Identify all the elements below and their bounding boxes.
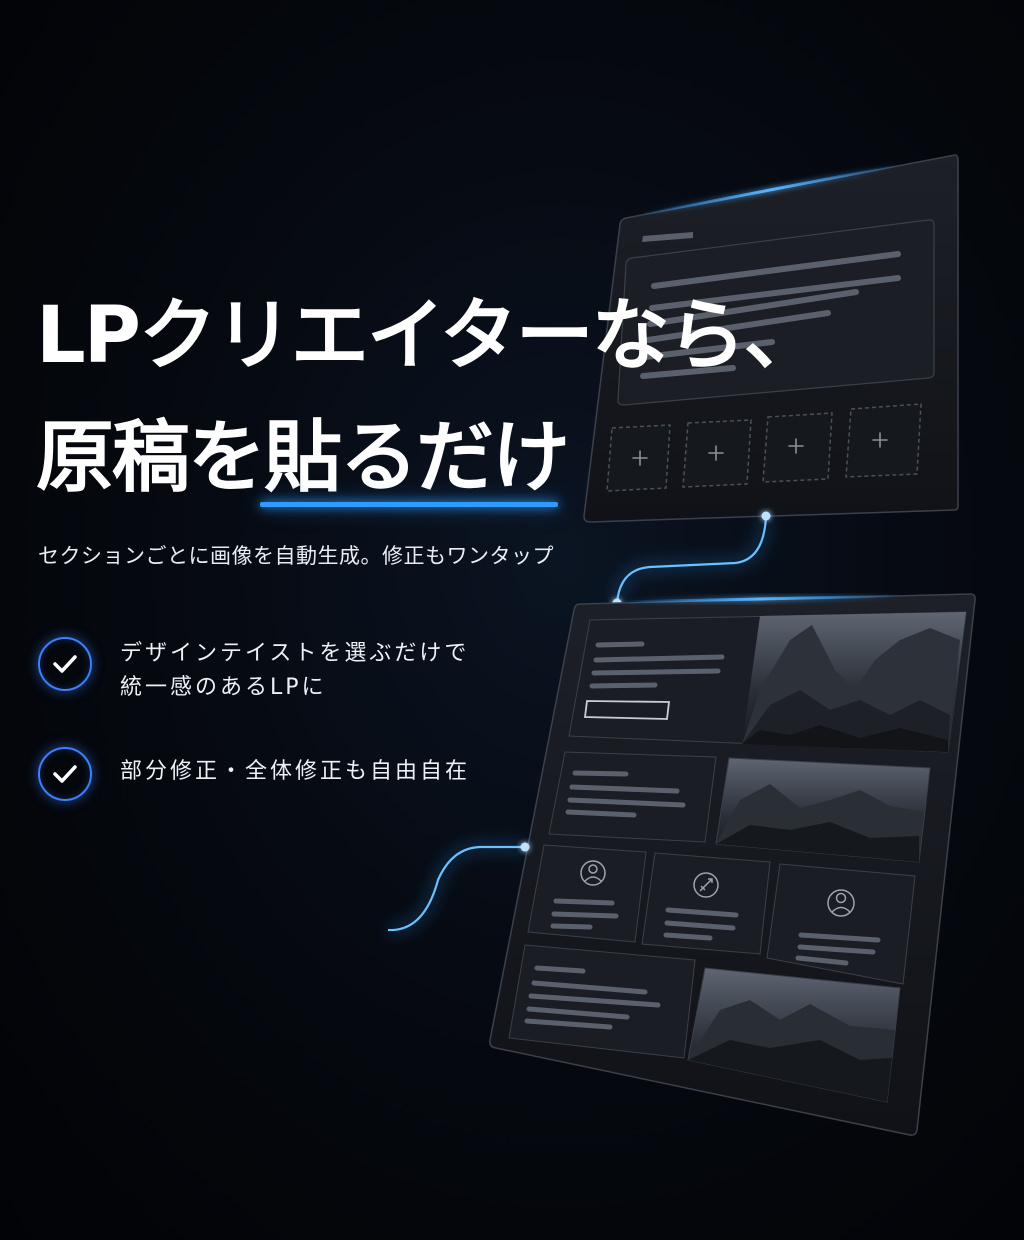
content-card — [548, 751, 717, 843]
top-panel-text-lines — [640, 251, 901, 379]
check-icon — [38, 747, 92, 801]
top-panel-header-bar — [642, 232, 693, 242]
feature-text: デザインテイストを選ぶだけで 統一感のあるLPに — [120, 641, 470, 700]
headline-line1: LPクリエイターなら、 — [36, 291, 822, 381]
check-icon — [38, 637, 92, 691]
headline-accent: 貼るだけ — [264, 413, 570, 503]
user-icon — [580, 860, 606, 886]
bottom-panel — [489, 593, 976, 1136]
rocket-icon — [693, 872, 719, 898]
user-icon — [827, 889, 855, 917]
top-panel — [583, 154, 959, 523]
subtitle: セクションごとに画像を自動生成。修正もワンタップ — [38, 544, 554, 568]
connector-line-upper — [612, 511, 771, 608]
feature-text: 部分修正・全体修正も自由自在 — [120, 759, 471, 784]
connector-line-lower — [387, 842, 530, 934]
profile-card — [641, 852, 771, 955]
headline-accent-underline — [260, 502, 558, 507]
hero-cta-button[interactable] — [583, 700, 671, 720]
upload-slot[interactable] — [762, 412, 833, 483]
top-panel-text-card — [617, 219, 935, 406]
connector-node — [520, 842, 530, 852]
feature-item: デザインテイストを選ぶだけで 統一感のあるLPに — [38, 637, 469, 705]
profile-card — [766, 863, 916, 985]
headline-prefix: 原稿を — [36, 413, 266, 503]
connector-node — [761, 511, 771, 521]
feature-item: 部分修正・全体修正も自由自在 — [38, 747, 470, 801]
headline-line2: 原稿を貼るだけ — [36, 408, 570, 508]
plus-icon — [632, 432, 888, 466]
